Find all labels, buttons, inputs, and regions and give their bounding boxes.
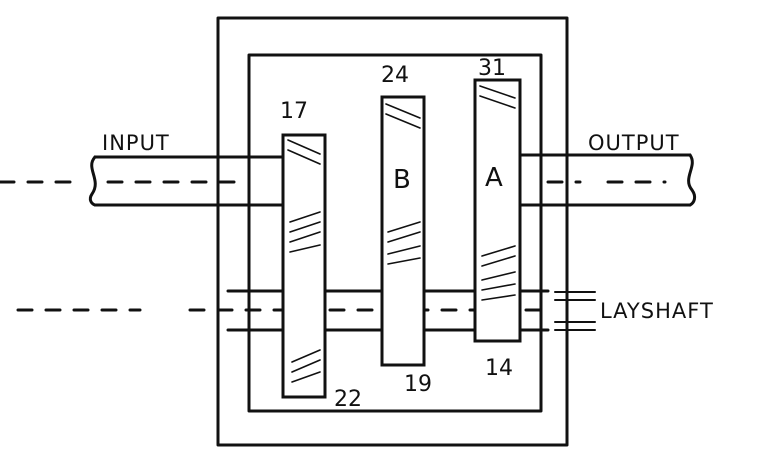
gearbox-casing [216, 16, 569, 447]
gear-b-label: B [393, 165, 411, 195]
gear-lay-a-teeth: 14 [485, 356, 513, 381]
gear-lay-1-teeth: 22 [334, 387, 362, 412]
input-label: INPUT [102, 131, 170, 155]
gear-a-teeth: 31 [478, 56, 506, 81]
gear-b-teeth: 24 [381, 63, 409, 88]
output-shaft [518, 153, 697, 207]
gear-input-teeth: 17 [280, 99, 308, 124]
outer-casing [216, 16, 569, 447]
gear-lay-b-teeth: 19 [404, 372, 432, 397]
gear-b [380, 95, 426, 367]
gear-input [281, 133, 327, 399]
inner-casing [247, 53, 543, 413]
gear-a [473, 78, 522, 343]
input-shaft [0, 155, 285, 207]
layshaft-label: LAYSHAFT [600, 299, 714, 323]
gear-a-label: A [485, 163, 503, 193]
output-label: OUTPUT [588, 131, 680, 155]
